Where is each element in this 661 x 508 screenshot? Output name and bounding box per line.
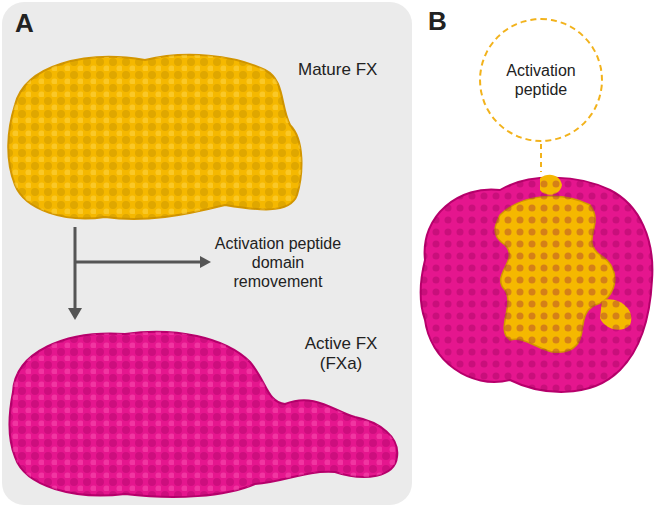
panel-box: Mature FX Active FX (FXa) A bbox=[2, 2, 412, 505]
protein-label: Mature FX bbox=[298, 60, 403, 80]
peptide-leader-line bbox=[540, 144, 542, 172]
fx-peptide-overlay-protein bbox=[420, 175, 652, 392]
peptide-circle: Activation peptide bbox=[479, 18, 603, 142]
protein-node: Mature FX bbox=[5, 45, 405, 225]
process-arrow bbox=[68, 227, 82, 320]
step-label: Activation peptide domain removement bbox=[214, 234, 342, 292]
panel-letter: A bbox=[15, 8, 34, 39]
circle-label: Activation peptide bbox=[491, 61, 591, 99]
protein-label: Active FX (FXa) bbox=[291, 334, 391, 375]
protein-node: Active FX (FXa) bbox=[5, 322, 405, 502]
removal-branch-arrow bbox=[75, 256, 211, 268]
panel-letter: B bbox=[428, 6, 447, 37]
